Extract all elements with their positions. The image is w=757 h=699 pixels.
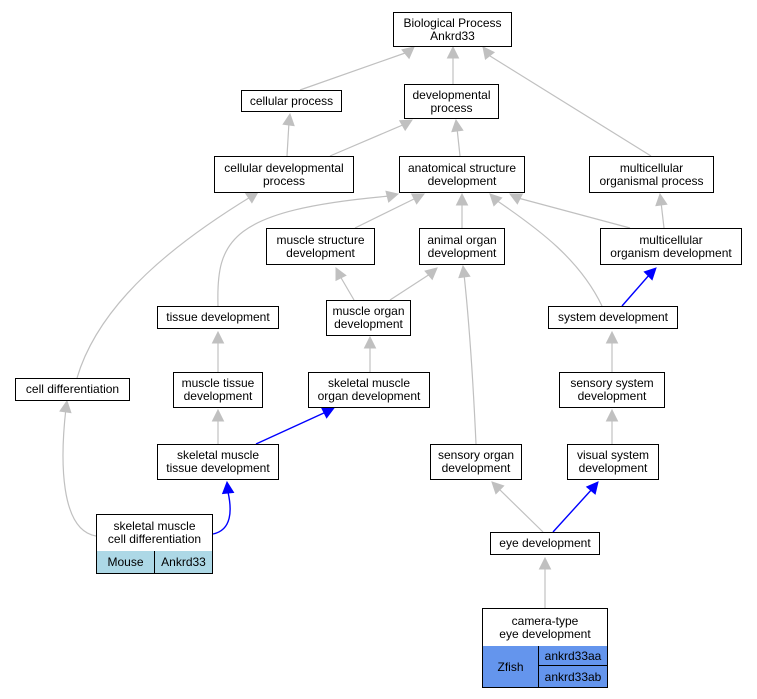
species-cell-zfish[interactable]: Zfish	[483, 646, 539, 687]
node-skeletal-muscle-cell-differentiation: skeletal muscle cell differentiation Mou…	[96, 514, 213, 574]
edge-skeletal-organ-to-muscle-organ-arrowhead	[363, 335, 377, 349]
edge-multicellular-organismal-to-bp-arrowhead	[482, 46, 496, 60]
edge-skmcd-to-skeletal-tissue	[212, 491, 231, 535]
edge-multicellular-organismal-to-bp	[489, 55, 652, 157]
node-developmental-process[interactable]: developmental process	[404, 84, 499, 119]
node-label[interactable]: camera-type eye development	[483, 609, 607, 647]
node-cellular-developmental-process[interactable]: cellular developmental process	[214, 156, 354, 193]
node-skeletal-muscle-tissue-development[interactable]: skeletal muscle tissue development	[157, 444, 279, 480]
node-muscle-organ-development[interactable]: muscle organ development	[326, 300, 411, 336]
node-multicellular-organismal-process[interactable]: multicellular organismal process	[589, 156, 714, 193]
edge-muscle-organ-to-animal-organ-arrowhead	[424, 267, 438, 281]
edge-cell-diff-to-cell-dev	[76, 195, 253, 379]
node-tissue-development[interactable]: tissue development	[157, 306, 279, 329]
node-animal-organ-development[interactable]: animal organ development	[419, 228, 505, 265]
edge-muscle-organ-to-muscle-structure	[339, 275, 355, 301]
node-anatomical-structure-development[interactable]: anatomical structure development	[399, 156, 525, 193]
edge-anatomical-to-developmental-arrowhead	[451, 118, 464, 133]
edge-cell-diff-to-cell-dev-arrowhead	[244, 191, 259, 204]
edge-muscle-structure-to-anatomical-arrowhead	[410, 193, 426, 205]
edge-sensory-organ-to-animal-organ	[463, 273, 477, 445]
edge-cell-dev-to-developmental-arrowhead	[398, 119, 413, 132]
edge-sensory-system-to-system-arrowhead	[605, 330, 619, 344]
edge-eye-to-visual	[552, 487, 594, 533]
edge-skmcd-to-cell-diff	[62, 407, 97, 537]
edge-system-to-anatomical	[495, 199, 603, 307]
edge-tissue-to-anatomical-arrowhead	[385, 190, 400, 203]
edge-cell-dev-to-cellular-process-arrowhead	[282, 112, 295, 127]
node-sensory-system-development[interactable]: sensory system development	[559, 372, 665, 408]
node-visual-system-development[interactable]: visual system development	[567, 444, 659, 480]
edge-multicellular-organism-to-anatomical	[517, 197, 631, 229]
node-system-development[interactable]: system development	[548, 306, 678, 329]
edge-multicellular-organism-to-organismal-arrowhead	[655, 192, 668, 207]
node-muscle-structure-development[interactable]: muscle structure development	[266, 228, 375, 265]
edge-animal-organ-to-anatomical-arrowhead	[455, 192, 469, 206]
edge-skmcd-to-skeletal-tissue-arrowhead	[221, 480, 235, 495]
gene-cell-ankrd33[interactable]: Ankrd33	[155, 551, 212, 573]
gene-cell-ankrd33aa[interactable]: ankrd33aa	[539, 646, 607, 666]
edge-muscle-organ-to-muscle-structure-arrowhead	[335, 266, 347, 282]
edge-eye-to-sensory-organ	[497, 487, 544, 533]
node-camera-type-eye-development: camera-type eye development Zfish ankrd3…	[482, 608, 608, 688]
gene-cell-ankrd33ab[interactable]: ankrd33ab	[539, 666, 607, 687]
edge-eye-to-sensory-organ-arrowhead	[491, 481, 505, 495]
node-sensory-organ-development[interactable]: sensory organ development	[430, 444, 522, 480]
node-multicellular-organism-development[interactable]: multicellular organism development	[600, 228, 742, 265]
edge-system-to-anatomical-arrowhead	[489, 193, 503, 207]
edge-system-to-multicellular-organism-arrowhead	[643, 267, 657, 281]
species-cell-mouse[interactable]: Mouse	[97, 551, 155, 573]
node-eye-development[interactable]: eye development	[490, 532, 600, 555]
node-biological-process[interactable]: Biological Process Ankrd33	[393, 12, 512, 47]
edge-cellular-process-to-bp	[299, 51, 409, 91]
edge-sensory-organ-to-animal-organ-arrowhead	[458, 264, 471, 279]
edge-skeletal-tissue-to-skeletal-organ	[255, 411, 327, 445]
edge-skmcd-to-cell-diff-arrowhead	[59, 399, 72, 414]
edge-eye-to-visual-arrowhead	[585, 481, 599, 495]
edge-multicellular-organism-to-anatomical-arrowhead	[508, 193, 524, 205]
node-muscle-tissue-development[interactable]: muscle tissue development	[173, 372, 263, 408]
edge-cell-dev-to-developmental	[329, 123, 406, 157]
edge-system-to-multicellular-organism	[621, 273, 651, 307]
node-cell-differentiation[interactable]: cell differentiation	[15, 378, 130, 401]
edge-muscle-tissue-to-tissue-arrowhead	[211, 330, 225, 344]
node-label[interactable]: skeletal muscle cell differentiation	[97, 515, 212, 552]
edge-skeletal-tissue-to-muscle-tissue-arrowhead	[211, 408, 225, 422]
edge-cell-dev-to-cellular-process	[286, 121, 290, 157]
edge-skeletal-tissue-to-skeletal-organ-arrowhead	[320, 407, 336, 419]
node-cellular-process[interactable]: cellular process	[241, 90, 342, 112]
edge-tissue-to-anatomical	[217, 195, 391, 307]
node-skeletal-muscle-organ-development[interactable]: skeletal muscle organ development	[308, 372, 430, 408]
edge-muscle-structure-to-anatomical	[354, 197, 417, 229]
edge-cellular-process-to-bp-arrowhead	[401, 46, 415, 60]
edge-multicellular-organism-to-organismal	[660, 201, 665, 229]
edge-muscle-organ-to-animal-organ	[389, 273, 431, 301]
edge-anatomical-to-developmental	[456, 127, 461, 157]
edge-visual-to-sensory-system-arrowhead	[605, 408, 619, 422]
edge-camera-to-eye-arrowhead	[538, 556, 552, 570]
edge-developmental-to-bp-arrowhead	[446, 45, 460, 59]
